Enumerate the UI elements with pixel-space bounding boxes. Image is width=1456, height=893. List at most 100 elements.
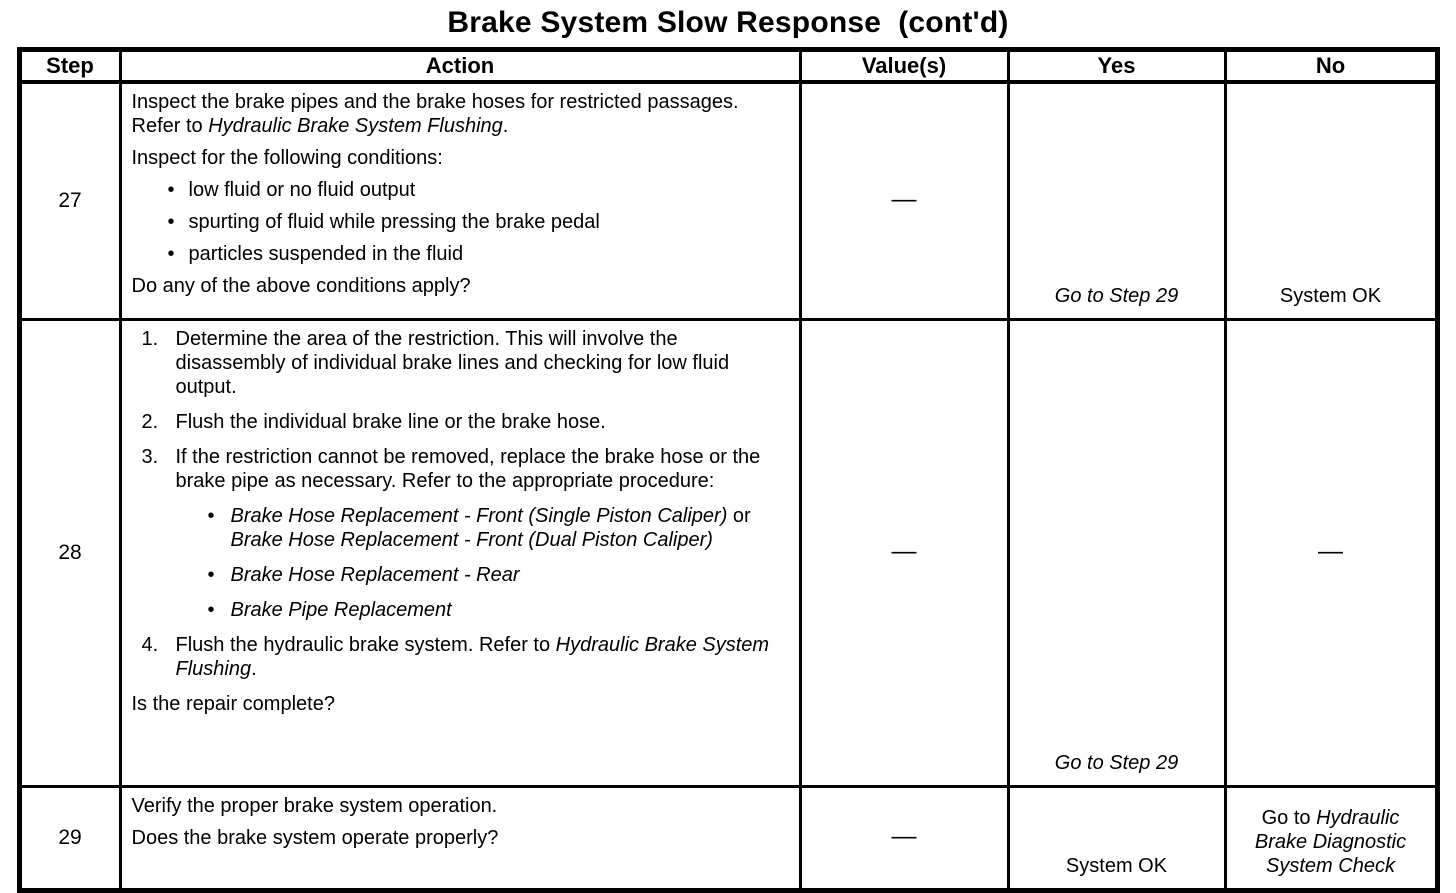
yes-cell: Go to Step 29 [1006, 80, 1227, 321]
item-text: Brake Hose Replacement - Front (Single P… [231, 504, 787, 552]
yes-text: System OK [1066, 855, 1167, 877]
action-cell: Verify the proper brake system operation… [118, 785, 802, 892]
bullet-icon: • [207, 564, 215, 586]
column-header-no: No [1223, 48, 1439, 84]
bullet-item: • spurting of fluid while pressing the br… [168, 210, 787, 234]
step-number: 29 [58, 826, 82, 849]
text-segment: Brake Hose Replacement - Front (Single P… [230, 505, 728, 527]
table-header: Step Action Value(s) Yes No [17, 48, 1439, 84]
text-segment: Brake Pipe Replacement [230, 599, 452, 621]
item-number: 4. [141, 634, 159, 656]
value-text: — [891, 537, 917, 565]
numbered-item: 4. Flush the hydraulic brake system. Refe… [142, 633, 787, 681]
table-body: 27 Inspect the brake pipes and the brake … [17, 80, 1439, 892]
item-text: Flush the individual brake line or the b… [176, 410, 787, 434]
text-segment: Inspect the brake pipes and the brake ho… [131, 91, 739, 137]
text-segment: Flush the individual brake line or the b… [175, 411, 606, 433]
values-cell: — [798, 80, 1010, 321]
no-text: System OK [1280, 285, 1381, 307]
bullet-icon: • [207, 599, 215, 621]
text-segment: System OK [1065, 855, 1168, 877]
item-text: Determine the area of the restriction. T… [176, 327, 787, 399]
action-question: Do any of the above conditions apply? [132, 274, 787, 298]
numbered-item: 3. If the restriction cannot be removed, … [142, 445, 787, 493]
text-segment: Determine the area of the restriction. T… [175, 328, 730, 398]
item-text: low fluid or no fluid output [189, 178, 787, 202]
text-segment: Flush the hydraulic brake system. Refer … [175, 634, 556, 656]
step-cell: 28 [17, 318, 122, 788]
step-cell: 27 [17, 80, 122, 321]
no-cell: Go to Hydraulic Brake Diagnostic System … [1223, 785, 1439, 892]
action-paragraph: Inspect the brake pipes and the brake ho… [132, 90, 787, 138]
header-row: Step Action Value(s) Yes No [17, 48, 1439, 84]
action-paragraph: Inspect for the following conditions: [132, 146, 787, 170]
text-segment: Go to Step 29 [1054, 285, 1179, 307]
numbered-item: 1. Determine the area of the restriction.… [142, 327, 787, 399]
values-cell: — [798, 785, 1010, 892]
bullet-icon: • [207, 505, 215, 527]
value-text: — [891, 185, 917, 213]
text-segment: Hydraulic Brake System Flushing [175, 634, 770, 680]
text-segment: Go to Step 29 [1054, 752, 1179, 774]
diagnostic-table: Step Action Value(s) Yes No 27 Inspect th… [16, 47, 1440, 893]
table-row: 27 Inspect the brake pipes and the brake … [17, 80, 1439, 321]
sub-bullet-item: • Brake Hose Replacement - Rear [208, 563, 787, 587]
column-header-values: Value(s) [798, 48, 1010, 84]
text-segment: Hydraulic Brake System Flushing [208, 115, 503, 137]
text-segment: Does the brake system operate properly? [131, 827, 499, 849]
no-cell: — [1223, 318, 1439, 788]
action-question: Does the brake system operate properly? [132, 826, 787, 850]
bullet-icon: • [167, 211, 175, 233]
step-number: 28 [58, 541, 82, 564]
text-segment: Brake Hose Replacement - Front (Dual Pis… [230, 529, 713, 551]
item-text: Brake Pipe Replacement [231, 598, 787, 622]
text-segment: System OK [1279, 285, 1382, 307]
action-cell: 1. Determine the area of the restriction.… [118, 318, 802, 788]
no-text: — [1318, 537, 1343, 565]
document-page: Brake System Slow Response (cont'd) Step… [0, 6, 1456, 893]
bullet-item: • particles suspended in the fluid [168, 242, 787, 266]
text-segment: Is the repair complete? [131, 693, 335, 715]
bullet-item: • low fluid or no fluid output [168, 178, 787, 202]
item-number: 3. [141, 446, 159, 468]
text-segment: Verify the proper brake system operation… [131, 795, 498, 817]
text-segment: particles suspended in the fluid [188, 243, 464, 265]
table-row: 28 1. Determine the area of the restrictio… [17, 318, 1439, 788]
item-text: particles suspended in the fluid [189, 242, 787, 266]
step-cell: 29 [17, 785, 122, 892]
item-text: If the restriction cannot be removed, re… [176, 445, 787, 493]
text-segment: . [502, 115, 509, 137]
item-text: spurting of fluid while pressing the bra… [189, 210, 787, 234]
text-segment: or [727, 505, 751, 527]
sub-bullet-item: • Brake Hose Replacement - Front (Single … [208, 504, 787, 552]
yes-text: Go to Step 29 [1055, 285, 1178, 307]
no-cell: System OK [1223, 80, 1439, 321]
text-segment: . [251, 658, 257, 680]
text-segment: If the restriction cannot be removed, re… [175, 446, 761, 492]
no-text: Go to Hydraulic Brake Diagnostic System … [1255, 807, 1406, 877]
values-cell: — [798, 318, 1010, 788]
text-segment: low fluid or no fluid output [188, 179, 416, 201]
action-question: Is the repair complete? [132, 692, 787, 716]
item-number: 2. [141, 411, 159, 433]
page-title: Brake System Slow Response (cont'd) [447, 6, 1009, 39]
yes-cell: System OK [1006, 785, 1227, 892]
bullet-icon: • [167, 243, 175, 265]
item-text: Brake Hose Replacement - Rear [231, 563, 787, 587]
text-segment: Inspect for the following conditions: [131, 147, 443, 169]
item-text: Flush the hydraulic brake system. Refer … [176, 633, 787, 681]
step-number: 27 [58, 189, 82, 212]
column-header-yes: Yes [1006, 48, 1227, 84]
value-text: — [891, 822, 917, 850]
yes-text: Go to Step 29 [1055, 752, 1178, 774]
action-paragraph: Verify the proper brake system operation… [132, 794, 787, 818]
item-number: 1. [141, 328, 159, 350]
text-segment: Brake Hose Replacement - Rear [230, 564, 520, 586]
action-cell: Inspect the brake pipes and the brake ho… [118, 80, 802, 321]
table-row: 29 Verify the proper brake system operati… [17, 785, 1439, 892]
yes-cell: Go to Step 29 [1006, 318, 1227, 788]
text-segment: — [1318, 537, 1343, 565]
numbered-item: 2. Flush the individual brake line or the… [142, 410, 787, 434]
bullet-icon: • [167, 179, 175, 201]
text-segment: Do any of the above conditions apply? [131, 275, 471, 297]
